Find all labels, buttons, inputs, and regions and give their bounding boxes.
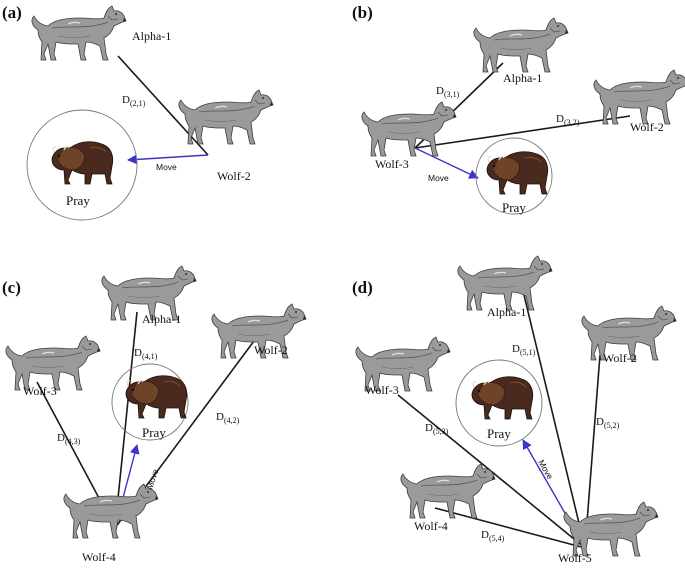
wolf-icon bbox=[457, 255, 553, 311]
link-wolf5-alpha1 bbox=[523, 294, 586, 549]
wolf-icon bbox=[563, 501, 659, 557]
bison-icon bbox=[51, 141, 114, 185]
wolf-label-wolf3-c: Wolf-3 bbox=[23, 384, 57, 398]
link-wolf3-wolf2 bbox=[414, 115, 631, 149]
move-label-c: Move bbox=[144, 468, 160, 491]
prey-circle-c bbox=[111, 363, 189, 441]
distance-label-d-3: D(5,3) bbox=[425, 422, 449, 436]
prey-label-a: Pray bbox=[66, 193, 90, 208]
wolf-label-wolf2-d: Wolf-2 bbox=[603, 351, 637, 365]
move-arrow-b bbox=[414, 147, 479, 179]
wolf-label-alpha1-a: Alpha-1 bbox=[132, 29, 171, 43]
distance-label-d-4: D(5,4) bbox=[481, 529, 505, 543]
link-wolf4-alpha1 bbox=[114, 311, 138, 529]
panel-d: (d) Pray Alpha-1 Wolf-2 Wolf-3 Wolf-4 Wo… bbox=[352, 255, 677, 565]
move-label-d: Move bbox=[536, 458, 555, 481]
wolf-label-alpha1-d: Alpha-1 bbox=[487, 305, 526, 319]
wolf-label-wolf3-b: Wolf-3 bbox=[375, 157, 409, 171]
move-arrow-a bbox=[127, 154, 209, 165]
prey-label-b: Pray bbox=[502, 200, 526, 215]
wolf-label-wolf5-d: Wolf-5 bbox=[558, 551, 592, 565]
prey-circle-a bbox=[26, 109, 138, 221]
wolf-icon bbox=[473, 17, 569, 73]
move-label-a: Move bbox=[156, 162, 177, 172]
link-wolf2-alpha1 bbox=[117, 55, 209, 156]
distance-label-c-2: D(4,2) bbox=[216, 411, 240, 425]
panel-label-b: (b) bbox=[352, 3, 373, 22]
panel-label-a: (a) bbox=[2, 3, 22, 22]
wolf-icon bbox=[400, 463, 496, 519]
distance-label-b-2: D(3,2) bbox=[556, 113, 580, 127]
wolf-label-alpha1-b: Alpha-1 bbox=[503, 71, 542, 85]
distance-label-c-3: D(4,3) bbox=[57, 432, 81, 446]
distance-label-d-2: D(5,2) bbox=[596, 416, 620, 430]
prey-circle-b bbox=[475, 137, 553, 215]
wolf-icon bbox=[5, 335, 101, 391]
wolf-label-wolf4-c: Wolf-4 bbox=[82, 550, 116, 564]
distance-label-a-1: D(2,1) bbox=[122, 94, 146, 108]
wolf-icon bbox=[361, 101, 457, 157]
prey-circle-d bbox=[455, 359, 543, 447]
wolf-label-wolf4-d: Wolf-4 bbox=[414, 519, 448, 533]
wolf-icon bbox=[178, 89, 274, 145]
wolf-icon bbox=[31, 5, 127, 61]
bison-icon bbox=[125, 375, 188, 419]
distance-label-c-1: D(4,1) bbox=[134, 347, 158, 361]
panel-b: (b) Pray Alpha-1 Wolf-2 Wolf-3 D(3,1) D(… bbox=[352, 3, 685, 215]
panel-label-d: (d) bbox=[352, 278, 373, 297]
panel-c: (c) Pray Alpha-1 Wolf-2 Wolf-3 Wolf-4 D(… bbox=[2, 265, 307, 564]
wolf-icon bbox=[63, 483, 159, 539]
bison-icon bbox=[486, 151, 549, 195]
panel-label-c: (c) bbox=[2, 278, 21, 297]
wolf-label-wolf2-a: Wolf-2 bbox=[217, 169, 251, 183]
link-wolf5-wolf2 bbox=[584, 354, 601, 549]
prey-label-d: Pray bbox=[487, 426, 511, 441]
wolf-icon bbox=[593, 69, 685, 125]
wolf-label-wolf2-b: Wolf-2 bbox=[630, 120, 664, 134]
wolf-label-wolf2-c: Wolf-2 bbox=[254, 343, 288, 357]
distance-label-b-1: D(3,1) bbox=[436, 85, 460, 99]
bison-icon bbox=[471, 376, 534, 420]
panel-a: (a) Pray Alpha-1 Wolf-2 D(2,1) Move bbox=[2, 3, 274, 221]
link-wolf5-wolf4 bbox=[434, 507, 586, 549]
wolf-label-wolf3-d: Wolf-3 bbox=[365, 383, 399, 397]
move-label-b: Move bbox=[428, 173, 449, 183]
prey-label-c: Pray bbox=[142, 425, 166, 440]
wolf-label-alpha1-c: Alpha-1 bbox=[142, 312, 181, 326]
distance-label-d-1: D(5,1) bbox=[512, 343, 536, 357]
